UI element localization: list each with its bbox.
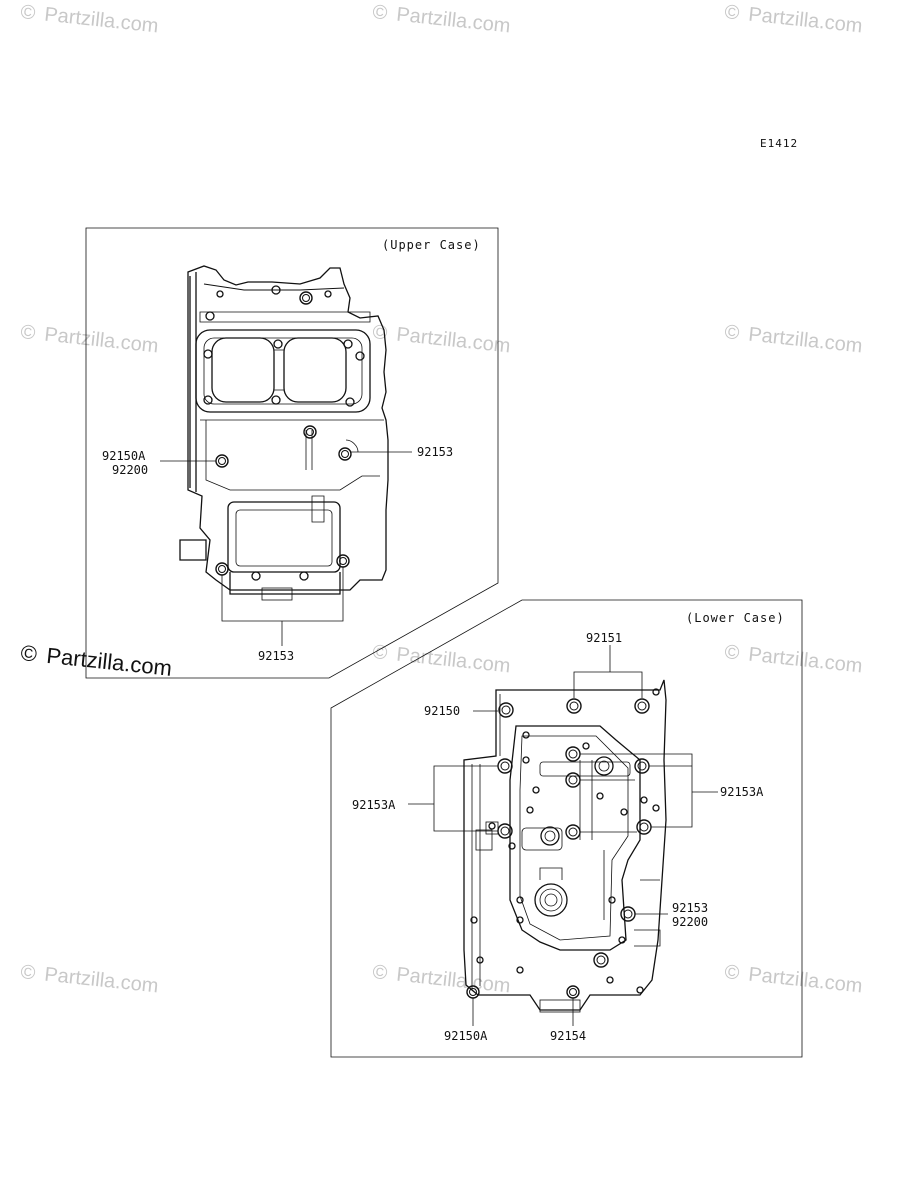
svg-text:Partzilla.com: Partzilla.com: [395, 4, 511, 38]
part-label-92153A: 92153A: [720, 785, 764, 799]
svg-text:©: ©: [371, 961, 388, 984]
part-label-92153: 92153: [417, 445, 453, 459]
watermark: © Partzilla.com: [19, 321, 159, 357]
svg-text:Partzilla.com: Partzilla.com: [43, 4, 159, 38]
watermark: © Partzilla.com: [371, 961, 511, 997]
lower-leaders: [408, 645, 718, 1026]
upper-bolts: [215, 291, 352, 576]
part-label-92200: 92200: [112, 463, 148, 477]
part-label-92150: 92150: [424, 704, 460, 718]
lower-case-title: (Lower Case): [686, 611, 785, 625]
watermark: © Partzilla.com: [371, 1, 511, 37]
upper-crankcase-drawing: [179, 265, 389, 601]
watermark: © Partzilla.com: [723, 961, 863, 997]
part-label-92153: 92153: [258, 649, 294, 663]
watermark: © Partzilla.com: [371, 641, 511, 677]
svg-text:Partzilla.com: Partzilla.com: [747, 324, 863, 358]
watermark: © Partzilla.com: [19, 961, 159, 997]
upper-leaders: [160, 451, 412, 646]
svg-text:Partzilla.com: Partzilla.com: [395, 964, 511, 998]
upper-labels: 92150A 92200 92153 92153: [102, 445, 453, 663]
part-label-92150A: 92150A: [444, 1029, 488, 1043]
watermark-layer: © Partzilla.com © Partzilla.com © Partzi…: [19, 1, 863, 997]
lower-crankcase-drawing: [463, 679, 667, 1013]
lower-bolts: [466, 698, 652, 999]
svg-text:Partzilla.com: Partzilla.com: [43, 964, 159, 998]
svg-text:©: ©: [723, 641, 740, 664]
svg-text:Partzilla.com: Partzilla.com: [747, 644, 863, 678]
part-label-92153A: 92153A: [352, 798, 396, 812]
upper-case-panel: (Upper Case): [85, 227, 499, 679]
svg-text:Partzilla.com: Partzilla.com: [45, 643, 173, 681]
svg-text:©: ©: [19, 961, 36, 984]
part-label-92150A: 92150A: [102, 449, 146, 463]
svg-text:Partzilla.com: Partzilla.com: [43, 324, 159, 358]
copyright-icon: ©: [19, 640, 38, 667]
upper-case-frame: [85, 227, 499, 679]
upper-case-title: (Upper Case): [382, 238, 481, 252]
part-label-92200: 92200: [672, 915, 708, 929]
watermark: © Partzilla.com: [19, 1, 159, 37]
watermark: © Partzilla.com: [723, 1, 863, 37]
svg-text:Partzilla.com: Partzilla.com: [747, 964, 863, 998]
svg-text:©: ©: [19, 1, 36, 24]
lower-case-panel: (Lower Case): [330, 599, 803, 1058]
part-label-92151: 92151: [586, 631, 622, 645]
partzilla-watermark-large: © Partzilla.com: [19, 640, 173, 681]
svg-text:©: ©: [723, 961, 740, 984]
diagram-code: E1412: [760, 137, 798, 150]
watermark: © Partzilla.com: [371, 321, 511, 357]
svg-text:Partzilla.com: Partzilla.com: [747, 4, 863, 38]
watermark: © Partzilla.com: [723, 641, 863, 677]
svg-text:©: ©: [723, 321, 740, 344]
lower-labels: 92151 92150 92153A 92153A 92153 92200 92…: [352, 631, 764, 1043]
svg-text:©: ©: [371, 321, 388, 344]
watermark: © Partzilla.com: [723, 321, 863, 357]
svg-text:©: ©: [371, 1, 388, 24]
svg-text:Partzilla.com: Partzilla.com: [395, 324, 511, 358]
part-label-92154: 92154: [550, 1029, 586, 1043]
svg-text:Partzilla.com: Partzilla.com: [395, 644, 511, 678]
svg-text:©: ©: [19, 321, 36, 344]
part-label-92153: 92153: [672, 901, 708, 915]
lower-case-frame: [330, 599, 803, 1058]
svg-text:©: ©: [723, 1, 740, 24]
